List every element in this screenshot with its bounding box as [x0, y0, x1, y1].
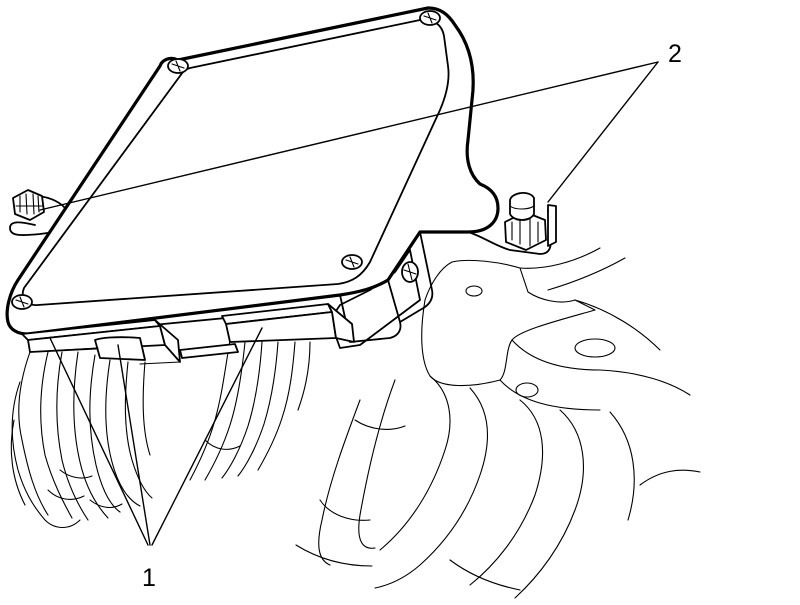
mounting-bracket: [421, 259, 596, 387]
bracket-hole: [465, 285, 483, 297]
screw-icon: [167, 58, 189, 74]
left-mount: [9, 189, 66, 236]
connector-right: [221, 303, 355, 343]
callout-label-1: 1: [142, 564, 156, 592]
right-ground-nut-icon: [504, 192, 557, 251]
cover-screws: [11, 10, 441, 310]
callout-label-2: 2: [668, 40, 682, 68]
screw-icon: [401, 261, 419, 283]
screw-icon: [341, 254, 363, 270]
screw-icon: [419, 10, 441, 26]
vehicle-body-panel: [295, 247, 701, 599]
screw-icon: [11, 294, 33, 310]
panel-hole: [574, 338, 616, 358]
panel-hole-small: [515, 382, 539, 398]
ecu-cover-panel: [21, 18, 450, 306]
left-ground-nut-icon: [12, 189, 45, 221]
wire-harness: [10, 339, 311, 529]
leader-lines: [39, 61, 659, 546]
connector-left: [21, 319, 239, 365]
ecu-unit: [5, 6, 552, 349]
left-mount-flange: [9, 221, 56, 236]
ecu-cover: [5, 6, 500, 336]
harness-connectors: [21, 303, 355, 365]
